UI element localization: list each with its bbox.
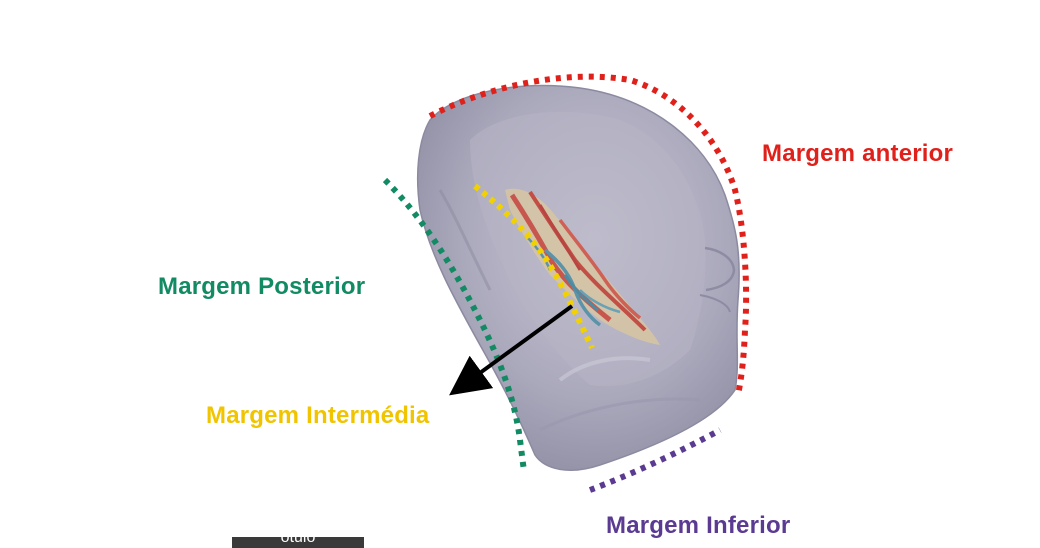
label-margem-intermedia: Margem Intermédia — [206, 402, 430, 429]
margin-intermedia-line — [473, 183, 595, 350]
spleen-inner-rim — [470, 111, 706, 387]
label-margem-inferior: Margem Inferior — [606, 512, 791, 539]
caption-text: ótulo — [280, 537, 316, 546]
arrow-pointer-icon — [449, 304, 574, 396]
margin-posterior-line — [382, 177, 527, 471]
label-margem-posterior: Margem Posterior — [158, 273, 366, 300]
margin-inferior-line — [588, 427, 722, 493]
label-margem-anterior: Margem anterior — [762, 140, 954, 167]
caption-bar: ótulo — [232, 537, 364, 548]
margin-anterior-line — [428, 73, 750, 396]
